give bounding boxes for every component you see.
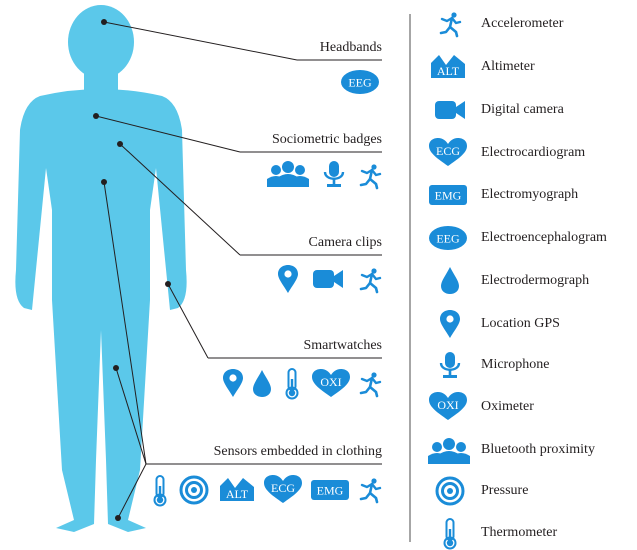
thermometer-icon (153, 475, 167, 507)
pressure-icon (179, 475, 209, 505)
location-gps-icon (440, 310, 460, 338)
legend-label-electrocardiogram: Electrocardiogram (481, 145, 586, 160)
pressure-icon (435, 476, 465, 506)
thermometer-icon (285, 368, 299, 400)
microphone-icon (439, 350, 461, 380)
legend-label-digital-camera: Digital camera (481, 102, 564, 117)
accelerometer-icon (359, 267, 382, 294)
sociometric-badges-icons (267, 159, 382, 190)
bluetooth-proximity-icon (267, 161, 309, 187)
oximeter-icon (429, 392, 467, 420)
category-label-sensors-in-clothing: Sensors embedded in clothing (213, 444, 382, 459)
accelerometer-icon (359, 163, 382, 190)
legend-label-oximeter: Oximeter (481, 399, 534, 414)
legend-label-location-gps: Location GPS (481, 316, 560, 331)
altimeter-icon (431, 55, 465, 78)
legend-label-pressure: Pressure (481, 483, 529, 498)
eeg-icon (429, 226, 467, 250)
category-label-camera-clips: Camera clips (308, 235, 382, 250)
electrodermograph-icon (253, 370, 271, 397)
digital-camera-icon (313, 270, 343, 288)
legend-label-accelerometer: Accelerometer (481, 16, 564, 31)
legend-icons (428, 11, 470, 550)
human-body-silhouette (15, 5, 187, 532)
electromyograph-icon (429, 185, 467, 205)
legend-label-altimeter: Altimeter (481, 59, 535, 74)
location-gps-icon (223, 369, 243, 397)
location-gps-icon (278, 265, 298, 293)
eeg-icon (341, 70, 379, 94)
camera-clips-icons (278, 265, 382, 294)
smartwatches-icons (223, 368, 382, 400)
legend-label-electrodermograph: Electrodermograph (481, 273, 590, 288)
clothing-icons (153, 475, 382, 507)
digital-camera-icon (435, 101, 465, 119)
bluetooth-proximity-icon (428, 438, 470, 464)
legend-label-bluetooth-proximity: Bluetooth proximity (481, 442, 595, 457)
electrocardiogram-icon (429, 138, 467, 166)
electromyograph-icon (311, 480, 349, 500)
thermometer-icon (443, 518, 457, 550)
accelerometer-icon (359, 477, 382, 504)
oximeter-icon (312, 369, 350, 397)
accelerometer-icon (439, 11, 462, 38)
microphone-icon (323, 159, 345, 189)
legend-label-electroencephalogram: Electroencephalogram (481, 230, 607, 245)
legend-label-electromyograph: Electromyograph (481, 187, 579, 202)
headbands-icons (341, 70, 379, 94)
electrocardiogram-icon (264, 475, 302, 503)
accelerometer-icon (359, 371, 382, 398)
leader-lines (95, 21, 382, 519)
electrodermograph-icon (441, 267, 459, 294)
legend-label-thermometer: Thermometer (481, 525, 558, 540)
category-label-sociometric-badges: Sociometric badges (271, 132, 382, 147)
category-label-smartwatches: Smartwatches (303, 338, 382, 353)
category-label-headbands: Headbands (319, 40, 382, 55)
anchor-dots (93, 19, 171, 521)
legend-label-microphone: Microphone (481, 357, 550, 372)
altimeter-icon (220, 478, 254, 501)
